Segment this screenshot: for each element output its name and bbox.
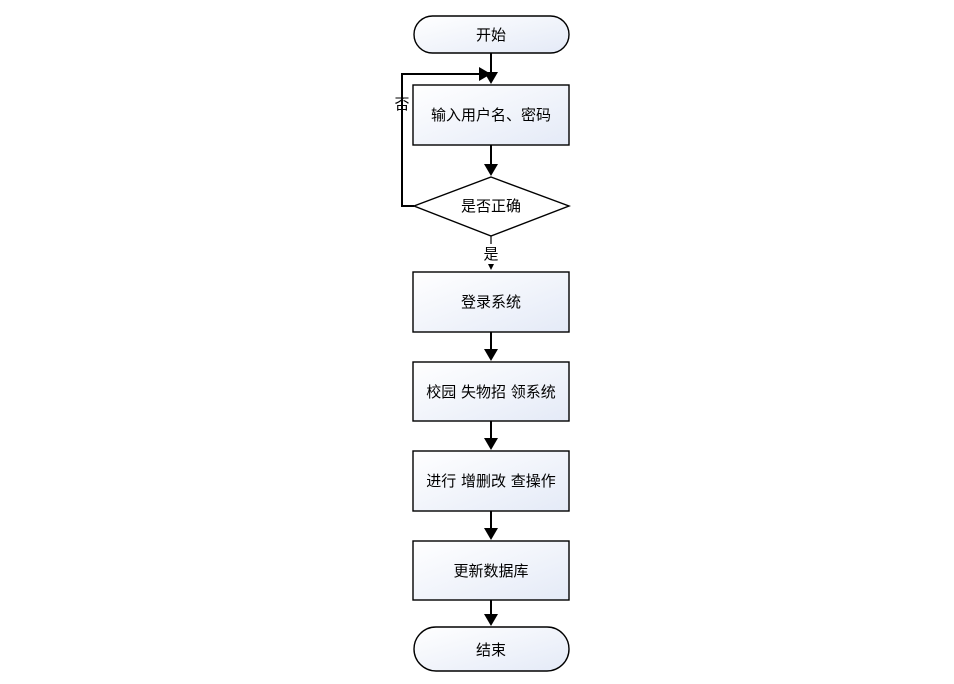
node-check: 是否正确 <box>412 176 571 237</box>
process-shape <box>412 540 570 601</box>
arrow-head <box>479 67 491 81</box>
edge-label-yes: 是 <box>483 245 498 263</box>
node-system: 校园 失物招 领系统 <box>412 361 570 422</box>
node-input-label: 输入用户名、密码 <box>431 106 551 124</box>
node-input: 输入用户名、密码 <box>412 84 570 146</box>
edges <box>401 53 498 626</box>
terminal-shape <box>413 15 570 54</box>
arrow-head <box>484 438 498 450</box>
arrow-head <box>488 264 494 270</box>
process-shape <box>412 271 570 333</box>
decision-shape <box>412 176 571 237</box>
terminal-shape <box>413 626 570 672</box>
process-shape <box>412 361 570 422</box>
node-login-label: 登录系统 <box>461 293 521 311</box>
node-crud: 进行 增删改 查操作 <box>412 450 570 512</box>
process-shape <box>412 450 570 512</box>
edge-check-no-loop <box>401 73 479 207</box>
node-crud-label: 进行 增删改 查操作 <box>426 472 556 490</box>
process-shape <box>412 84 570 146</box>
node-update-label: 更新数据库 <box>453 562 528 580</box>
node-check-label: 是否正确 <box>461 197 521 215</box>
node-end: 结束 <box>413 626 570 672</box>
arrow-head <box>484 528 498 540</box>
node-start-label: 开始 <box>476 26 506 44</box>
node-start: 开始 <box>413 15 570 54</box>
edge-label-no: 否 <box>394 95 409 113</box>
arrow-head <box>484 614 498 626</box>
node-end-label: 结束 <box>476 641 506 659</box>
node-login: 登录系统 <box>412 271 570 333</box>
node-system-label: 校园 失物招 领系统 <box>426 383 556 401</box>
node-update: 更新数据库 <box>412 540 570 601</box>
arrow-head <box>484 349 498 361</box>
arrow-head <box>484 164 498 176</box>
